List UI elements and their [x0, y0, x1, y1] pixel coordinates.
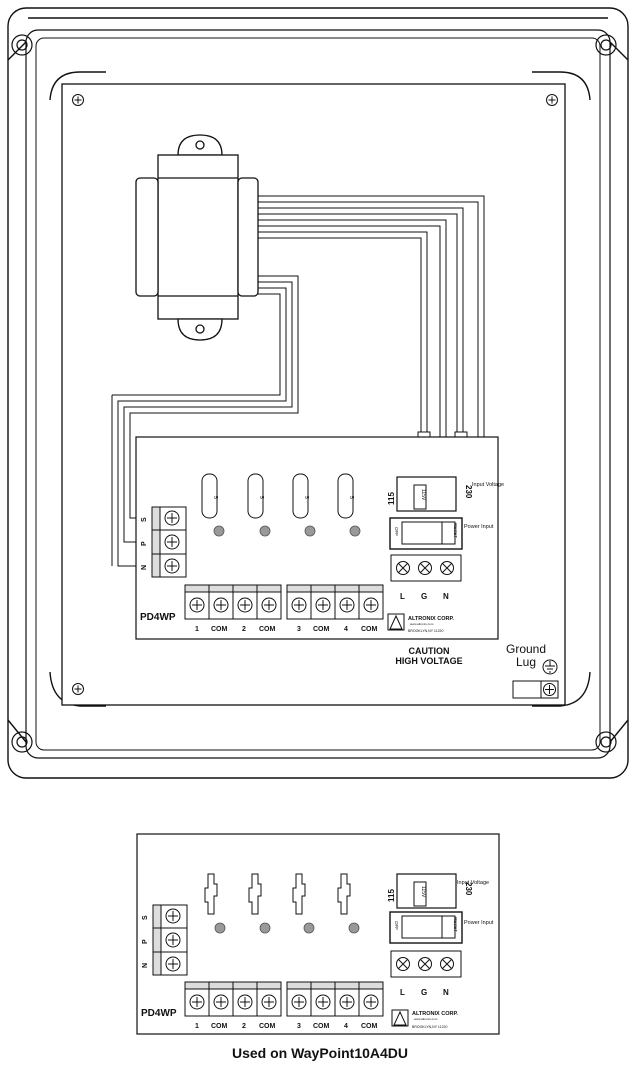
board-model-label: PD4WP [140, 612, 176, 623]
mains-label-n: N [443, 592, 449, 601]
output-terminal-label: COM [259, 626, 276, 633]
output-terminal-blocks-top [184, 584, 384, 620]
output-terminal-label: COM [211, 626, 228, 633]
output-terminal-label: 2 [242, 1023, 246, 1030]
voltage-option-230: 230 [464, 485, 473, 499]
input-terminal-block-bottom [152, 904, 188, 976]
caution-line-2: HIGH VOLTAGE [395, 656, 462, 666]
manufacturer-address: BROOKLYN,NY 11220 [408, 629, 443, 633]
enclosure [7, 7, 629, 779]
altronix-logo [391, 1009, 409, 1027]
output-terminal-label: 4 [344, 1023, 348, 1030]
output-terminal-label: COM [259, 1023, 276, 1030]
led-indicators-top [213, 525, 361, 537]
voltage-option-230: 230 [464, 882, 473, 896]
pd4wp-board-bottom: S P N 115V 115 230 Input Voltage OFF RES… [136, 833, 500, 1035]
mains-label-l: L [400, 592, 405, 601]
board-model-label: PD4WP [141, 1008, 177, 1019]
caution-line-1: CAUTION [409, 646, 450, 656]
manufacturer-url: www.altronix.com [410, 622, 434, 626]
manufacturer-name: ALTRONIX CORP. [412, 1011, 458, 1017]
ground-lug [512, 680, 559, 699]
terminal-label-n: N [141, 565, 148, 570]
output-terminal-label: 1 [195, 1023, 199, 1030]
output-terminal-label: 3 [297, 626, 301, 633]
output-terminal-label: 4 [344, 626, 348, 633]
output-terminal-label: 3 [297, 1023, 301, 1030]
terminal-label-p: P [141, 541, 148, 546]
output-terminal-blocks-bottom [184, 981, 384, 1017]
mains-terminal-block-bottom [390, 950, 462, 978]
fuse-label: 5 [258, 496, 264, 499]
fuse-label: 5 [303, 496, 309, 499]
output-terminal-label: COM [361, 1023, 378, 1030]
manufacturer-name: ALTRONIX CORP. [408, 616, 454, 622]
power-switch-reset: RESET [453, 523, 458, 538]
voltage-option-115: 115 [387, 492, 396, 505]
terminal-label-s: S [141, 517, 148, 522]
led-indicators-bottom [214, 922, 360, 934]
input-voltage-label: Input Voltage [472, 482, 504, 488]
fuse-holders-bottom [204, 873, 351, 915]
figure-caption: Used on WayPoint10A4DU [231, 1045, 409, 1061]
manufacturer-address: BROOKLYN,NY 11220 [412, 1025, 447, 1029]
terminal-label-p: P [142, 939, 149, 944]
output-terminal-label: 2 [242, 626, 246, 633]
mains-label-g: G [421, 988, 427, 997]
ground-lug-label-1: Ground [506, 642, 546, 656]
mains-label-g: G [421, 592, 427, 601]
back-plate-screw-icons [72, 94, 558, 695]
terminal-label-n: N [142, 963, 149, 968]
output-terminal-label: COM [361, 626, 378, 633]
ground-lug-label-2: Lug [516, 655, 536, 669]
power-switch-reset: RESET [453, 917, 458, 932]
mains-terminal-block-top [390, 554, 462, 582]
transformer-wires [111, 195, 485, 567]
enclosure-corner-screw-icons [11, 34, 617, 753]
ground-symbol-icon [542, 659, 558, 675]
voltage-option-115: 115 [387, 889, 396, 902]
power-switch-off: OFF [394, 527, 399, 536]
output-terminal-label: COM [211, 1023, 228, 1030]
power-switch-off: OFF [394, 921, 399, 930]
manufacturer-url: www.altronix.com [414, 1017, 438, 1021]
power-input-label: Power Input [464, 920, 494, 926]
output-terminal-label: 1 [195, 626, 199, 633]
transformer [135, 134, 259, 341]
output-terminal-label: COM [313, 1023, 330, 1030]
mains-label-n: N [443, 988, 449, 997]
output-terminal-label: COM [313, 626, 330, 633]
pd4wp-board-top: 5 5 5 5 S P N 115V 115 230 Input Voltage [135, 436, 504, 640]
fuses-top [201, 473, 354, 519]
voltage-switch-value: 115V [420, 489, 426, 501]
terminal-label-s: S [142, 915, 149, 920]
fuse-label: 5 [212, 496, 218, 499]
voltage-switch-value: 115V [420, 886, 426, 898]
input-voltage-label: Input Voltage [457, 880, 489, 886]
power-input-label: Power Input [464, 524, 494, 530]
altronix-logo [387, 613, 405, 631]
input-terminal-block-top [151, 506, 187, 578]
fuse-label: 5 [348, 496, 354, 499]
mains-label-l: L [400, 988, 405, 997]
